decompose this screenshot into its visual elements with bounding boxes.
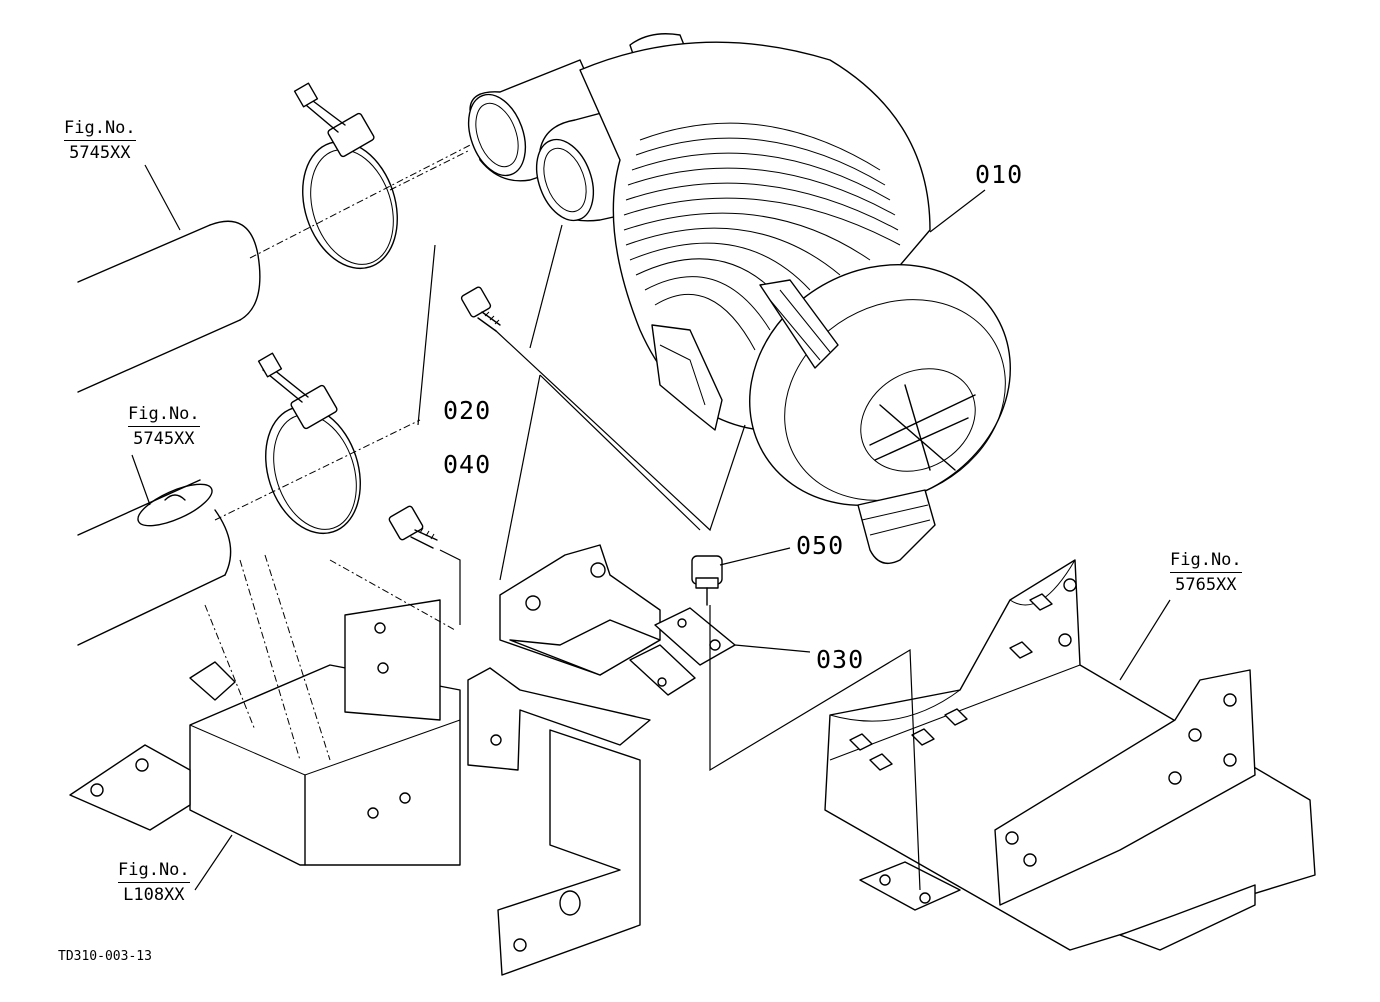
intake-hose-upper (77, 139, 481, 393)
intake-hose-lower (77, 419, 421, 646)
figure-ref-prefix: Fig.No. (118, 862, 190, 883)
part-label-020: 020 (443, 396, 492, 425)
bolt-040 (388, 505, 438, 549)
leader-lines (131, 164, 1171, 891)
figure-ref-5745-upper: Fig.No. 5745XX (64, 120, 136, 162)
air-cleaner-body (467, 33, 1011, 564)
figure-ref-number: 5765XX (1175, 575, 1237, 595)
figure-ref-l108: Fig.No. L108XX (118, 862, 190, 904)
figure-ref-prefix: Fig.No. (64, 120, 136, 141)
part-label-050: 050 (796, 531, 845, 560)
hose-clamp-upper (293, 82, 398, 270)
figure-ref-prefix: Fig.No. (1170, 552, 1242, 573)
hose-clamp-lower (257, 352, 361, 535)
frame-5765 (824, 559, 1316, 951)
drawing-code: TD310-003-13 (58, 949, 152, 964)
figure-ref-number: L108XX (123, 885, 185, 905)
drain-valve-050 (691, 555, 723, 606)
part-label-030: 030 (816, 645, 865, 674)
figure-ref-5745-lower: Fig.No. 5745XX (128, 406, 200, 448)
frame-l108 (69, 554, 461, 866)
bolt-020 (460, 286, 501, 332)
figure-ref-5765: Fig.No. 5765XX (1170, 552, 1242, 594)
figure-ref-number: 5745XX (69, 143, 131, 163)
bracket-030 (467, 544, 736, 976)
figure-ref-prefix: Fig.No. (128, 406, 200, 427)
part-label-040: 040 (443, 450, 492, 479)
part-label-010: 010 (975, 160, 1024, 189)
figure-ref-number: 5745XX (133, 429, 195, 449)
air-cleaner-corrugations (623, 122, 901, 351)
